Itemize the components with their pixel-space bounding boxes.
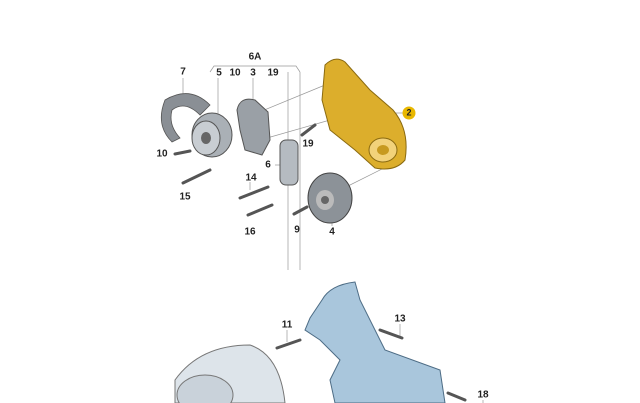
bolts <box>173 123 467 402</box>
pulley-5 <box>191 112 233 158</box>
label-10-bolt: 10 <box>156 148 168 160</box>
damper-6 <box>279 139 299 186</box>
label-6a: 6A <box>248 51 262 63</box>
label-13: 13 <box>394 313 406 325</box>
bracket-lower <box>304 281 446 403</box>
label-15: 15 <box>179 191 191 203</box>
label-11: 11 <box>281 319 293 331</box>
label-19-bolt: 19 <box>302 138 314 150</box>
label-7: 7 <box>180 66 186 78</box>
idler-pulley-4 <box>307 172 353 224</box>
label-3: 3 <box>250 67 256 79</box>
tensioner-arm-3 <box>236 98 271 156</box>
label-2-highlighted: 2 <box>402 106 416 120</box>
belt <box>160 93 211 143</box>
label-19: 19 <box>267 67 279 79</box>
label-10: 10 <box>229 67 241 79</box>
alternator <box>174 344 286 403</box>
label-16: 16 <box>244 226 256 238</box>
bracket-2-highlighted <box>321 58 407 170</box>
label-6: 6 <box>265 159 271 171</box>
label-9: 9 <box>294 224 300 236</box>
label-4: 4 <box>329 226 335 238</box>
label-18: 18 <box>477 389 489 401</box>
label-14: 14 <box>245 172 257 184</box>
label-5: 5 <box>216 67 222 79</box>
